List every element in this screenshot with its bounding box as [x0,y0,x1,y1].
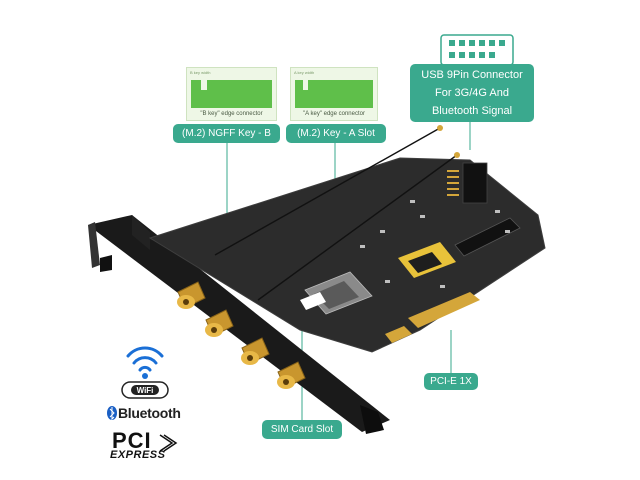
bluetooth-icon [107,406,117,421]
usb-label-line-3: Bluetooth Signal [431,105,513,117]
m2-a-contacts-graphic [295,80,373,108]
m2-a-key-diagram: A key width "A key" edge connector [290,67,378,121]
bluetooth-logo: Bluetooth [118,405,181,421]
m2-a-caption: "A key" edge connector [303,111,365,117]
sma-connectors [177,281,306,389]
m2-b-caption: "B key" edge connector [200,111,263,117]
wifi-alliance-badge [121,381,169,399]
pcie-label: PCI-E 1X [424,373,478,390]
pci-logo: PCI [112,428,152,453]
pcb-board [148,157,546,353]
pci-bracket [88,215,390,434]
usb-connector-icon [440,34,514,66]
sim-card-slot-label: SIM Card Slot [262,420,342,439]
ngff-key-b-label: (M.2) NGFF Key - B [173,124,280,143]
usb-label-line-1: USB 9Pin Connector [421,69,523,81]
antenna-connector-1 [437,125,443,131]
usb-connector-label: USB 9Pin Connector For 3G/4G And Bluetoo… [410,64,534,122]
m2-a-width-label: A key width [294,70,315,75]
antenna-cables [214,127,458,301]
key-a-slot-label: (M.2) Key - A Slot [286,124,386,143]
express-logo: EXPRESS [110,449,166,461]
m2-b-contacts-graphic [191,80,272,108]
wifi-badge-text: WiFi [137,386,154,395]
m2-b-key-diagram: B key width "B key" edge connector [186,67,277,121]
m2-b-width-label: B key width [190,70,211,75]
wifi-icon [126,346,164,372]
wifi-dot-icon [142,373,148,379]
pci-express-arrow-icon [159,434,178,452]
usb-label-line-2: For 3G/4G And [435,87,509,99]
antenna-connector-2 [454,152,460,158]
bluetooth-logo-text: Bluetooth [118,405,181,421]
